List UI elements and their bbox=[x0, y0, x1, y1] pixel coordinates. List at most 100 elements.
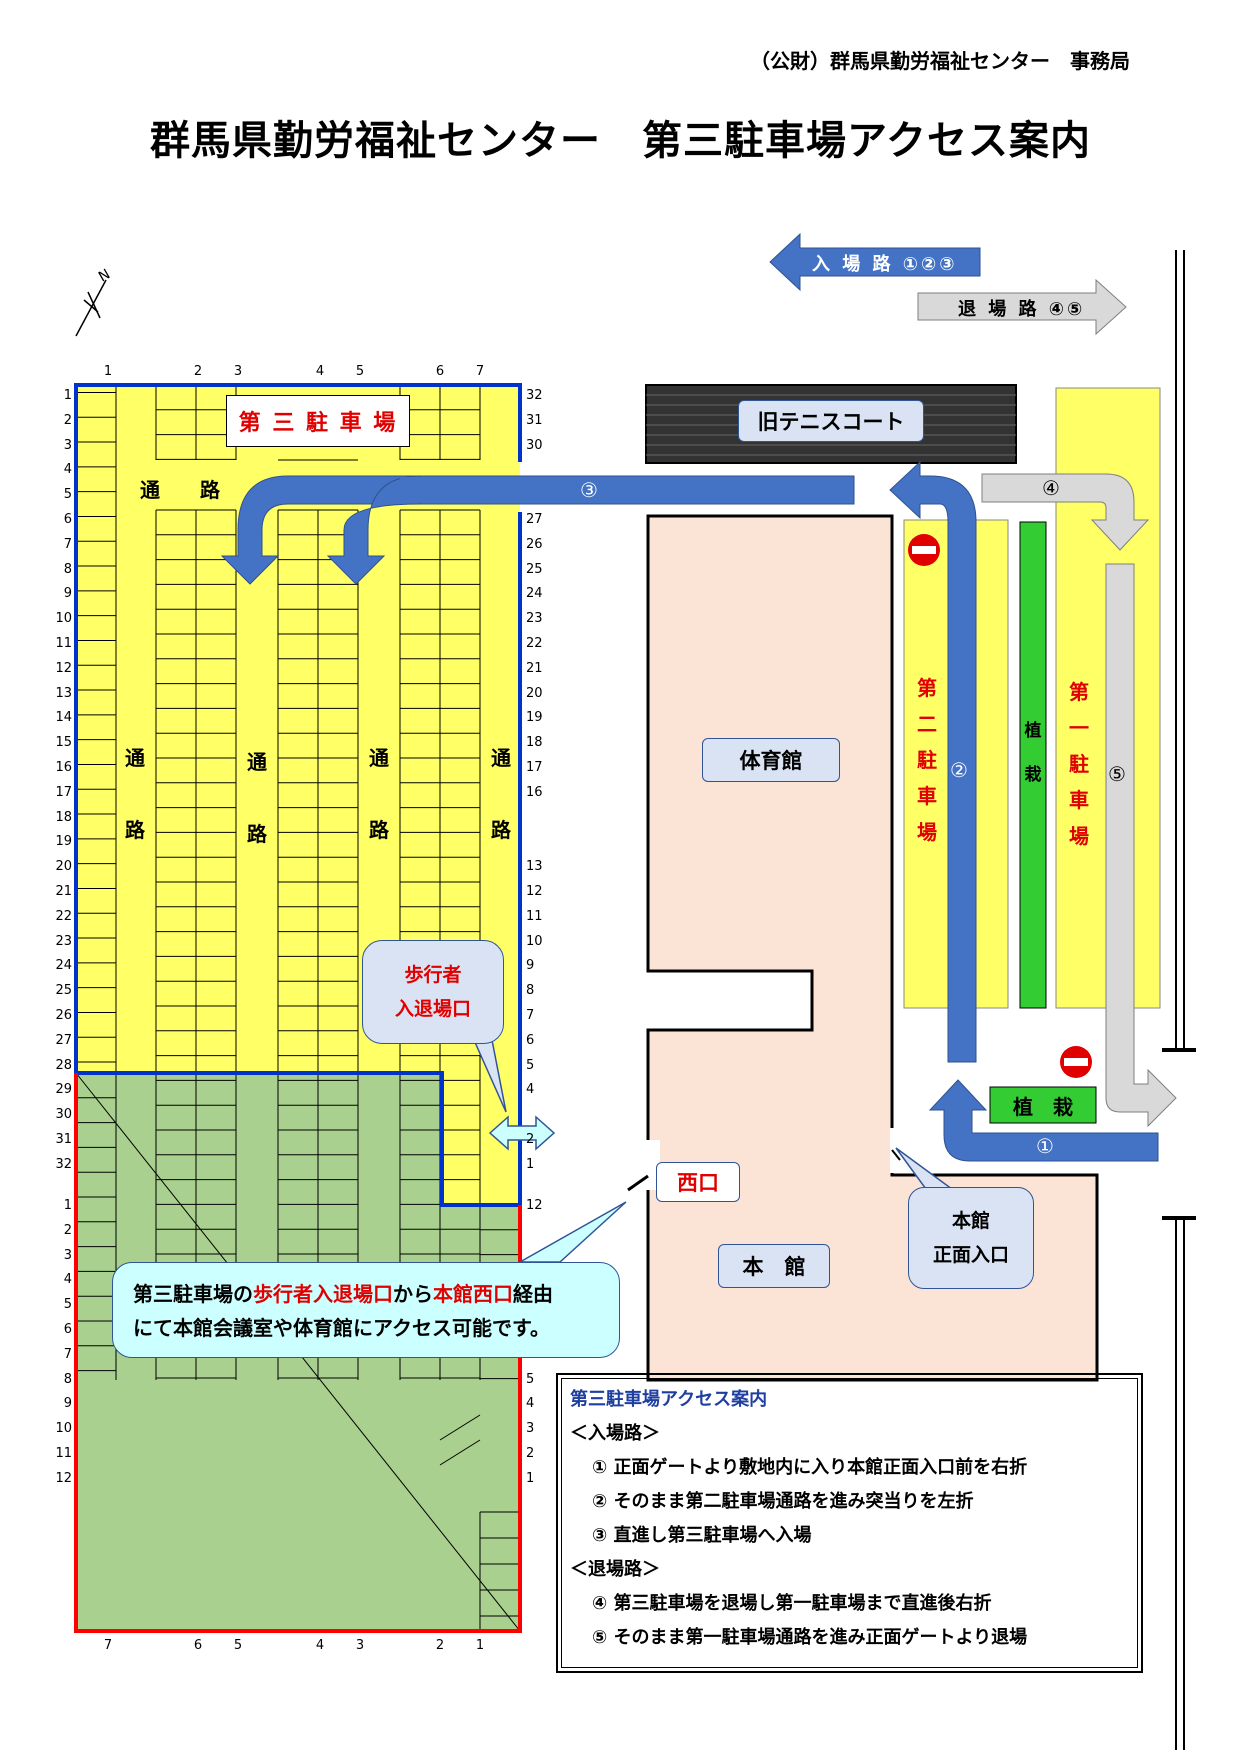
stall-number: 2 bbox=[526, 1132, 535, 1147]
stall-number: 3 bbox=[355, 1638, 365, 1653]
stall-number: 25 bbox=[526, 561, 543, 577]
svg-text:N: N bbox=[96, 266, 113, 285]
stall-number: 10 bbox=[55, 1421, 72, 1437]
stall-number: 11 bbox=[526, 908, 543, 924]
office-name: （公財）群馬県勤労福祉センター 事務局 bbox=[750, 49, 1130, 73]
stall-number: 8 bbox=[63, 1371, 72, 1387]
stall-number: 3 bbox=[63, 437, 72, 453]
stall-number: 7 bbox=[475, 364, 485, 379]
stall-number: 5 bbox=[526, 1057, 535, 1073]
stall-number: 6 bbox=[63, 1322, 72, 1337]
pedestrian-gate-icon bbox=[488, 1115, 556, 1151]
stall-number: 11 bbox=[55, 636, 72, 651]
route3-label: ③ bbox=[580, 478, 598, 502]
main-building bbox=[646, 514, 1099, 1382]
callout-text: 経由 bbox=[513, 1282, 553, 1306]
stall-number: 27 bbox=[55, 1032, 72, 1048]
stall-number: 27 bbox=[526, 512, 543, 527]
stall-number: 1 bbox=[103, 364, 113, 379]
stall-number: 20 bbox=[55, 859, 72, 875]
entry-arrow-icon bbox=[769, 232, 981, 292]
stall-number: 5 bbox=[355, 364, 365, 379]
entry-route-label: 入 場 路 ①②③ bbox=[812, 254, 958, 275]
stall-number: 5 bbox=[526, 1371, 535, 1387]
route1-arrow-icon bbox=[928, 1079, 1159, 1162]
stall-number: 9 bbox=[526, 958, 535, 974]
stall-number: 12 bbox=[55, 1470, 72, 1486]
stall-number: 3 bbox=[63, 1247, 72, 1263]
stall-number: 13 bbox=[526, 859, 543, 875]
stall-number: 14 bbox=[55, 710, 72, 726]
stall-number: 25 bbox=[55, 983, 72, 999]
planting-horizontal bbox=[989, 1086, 1097, 1124]
guide-step: ⑤ そのまま第一駐車場通路を進み正面ゲートより退場 bbox=[592, 1627, 1028, 1648]
gym-label: 体育館 bbox=[702, 738, 840, 782]
stall-number: 1 bbox=[475, 1638, 485, 1653]
stall-number: 23 bbox=[55, 933, 72, 949]
stall-number: 10 bbox=[526, 933, 543, 949]
lot3-aisle-vertical: 通 路 bbox=[369, 746, 389, 842]
callout-highlight: 歩行者入退場口 bbox=[253, 1282, 393, 1306]
stall-number: 2 bbox=[193, 364, 203, 379]
stall-number: 6 bbox=[435, 364, 445, 379]
stall-number: 1 bbox=[63, 388, 72, 403]
route5-arrow-icon bbox=[1105, 563, 1177, 1128]
stall-number: 29 bbox=[55, 1082, 72, 1098]
stall-number: 19 bbox=[526, 710, 543, 726]
main-entrance-callout: 本館 正面入口 bbox=[908, 1187, 1034, 1289]
stall-number: 7 bbox=[103, 1638, 113, 1653]
stall-number: 2 bbox=[526, 1446, 535, 1461]
stall-number: 32 bbox=[526, 388, 543, 403]
lot3-aisle-horizontal: 通 路 bbox=[140, 478, 220, 502]
stall-number: 22 bbox=[526, 636, 543, 651]
stall-number: 15 bbox=[55, 735, 72, 751]
stall-number: 19 bbox=[55, 834, 72, 850]
stall-line bbox=[439, 1414, 481, 1441]
stall-number: 4 bbox=[63, 462, 72, 478]
stall-number: 4 bbox=[526, 1082, 535, 1098]
stall-number: 8 bbox=[63, 561, 72, 577]
stall-number: 1 bbox=[526, 1156, 535, 1172]
stall-number: 12 bbox=[526, 1198, 543, 1213]
callout-text: にて本館会議室や体育館にアクセス可能です。 bbox=[133, 1316, 550, 1340]
stall-number: 4 bbox=[526, 1396, 535, 1412]
stall-number: 24 bbox=[55, 958, 72, 974]
guide-step: ① 正面ゲートより敷地内に入り本館正面入口前を右折 bbox=[592, 1457, 1028, 1478]
stall-number: 21 bbox=[526, 660, 543, 676]
stall-number: 20 bbox=[526, 685, 543, 701]
stall-number: 21 bbox=[55, 884, 72, 899]
stall-number: 12 bbox=[55, 660, 72, 676]
route2-label: ② bbox=[950, 758, 968, 782]
stall-number: 5 bbox=[63, 1297, 72, 1313]
stall-number: 28 bbox=[55, 1057, 72, 1073]
exit-route-label: 退 場 路 ④⑤ bbox=[958, 299, 1086, 320]
no-entry-icon bbox=[908, 534, 940, 566]
stall-number: 9 bbox=[63, 1396, 72, 1412]
stall-number: 30 bbox=[55, 1107, 72, 1123]
stall-number: 7 bbox=[63, 1346, 72, 1362]
lot2-label: 第 二 駐 車 場 bbox=[917, 676, 937, 844]
stall-number: 31 bbox=[526, 412, 543, 428]
stall-number: 1 bbox=[63, 1198, 72, 1213]
stall-number: 6 bbox=[193, 1638, 203, 1653]
guide-step: ③ 直進し第三駐車場へ入場 bbox=[592, 1525, 812, 1546]
stall-number: 2 bbox=[63, 1222, 72, 1238]
stall-number: 2 bbox=[435, 1638, 445, 1653]
route5-label: ⑤ bbox=[1108, 762, 1126, 786]
stall-number: 7 bbox=[63, 536, 72, 552]
planting-horizontal-label: 植 栽 bbox=[1013, 1094, 1073, 1119]
main-building-label: 本 館 bbox=[718, 1244, 830, 1288]
no-entry-icon bbox=[1060, 1046, 1092, 1078]
callout-text: 第三駐車場の bbox=[133, 1282, 253, 1306]
stall-number: 7 bbox=[526, 1008, 535, 1023]
stall-number: 17 bbox=[526, 760, 543, 775]
stall-number: 3 bbox=[233, 364, 243, 379]
callout-text: から bbox=[393, 1282, 433, 1306]
stall-number: 9 bbox=[63, 586, 72, 602]
stall-number: 4 bbox=[315, 1638, 325, 1653]
stall-number: 3 bbox=[526, 1421, 535, 1437]
lot3-name-sign: 第 三 駐 車 場 bbox=[226, 395, 410, 447]
stall-number: 1 bbox=[526, 1470, 535, 1486]
stall-number: 31 bbox=[55, 1132, 72, 1147]
stall-number: 17 bbox=[55, 784, 72, 800]
